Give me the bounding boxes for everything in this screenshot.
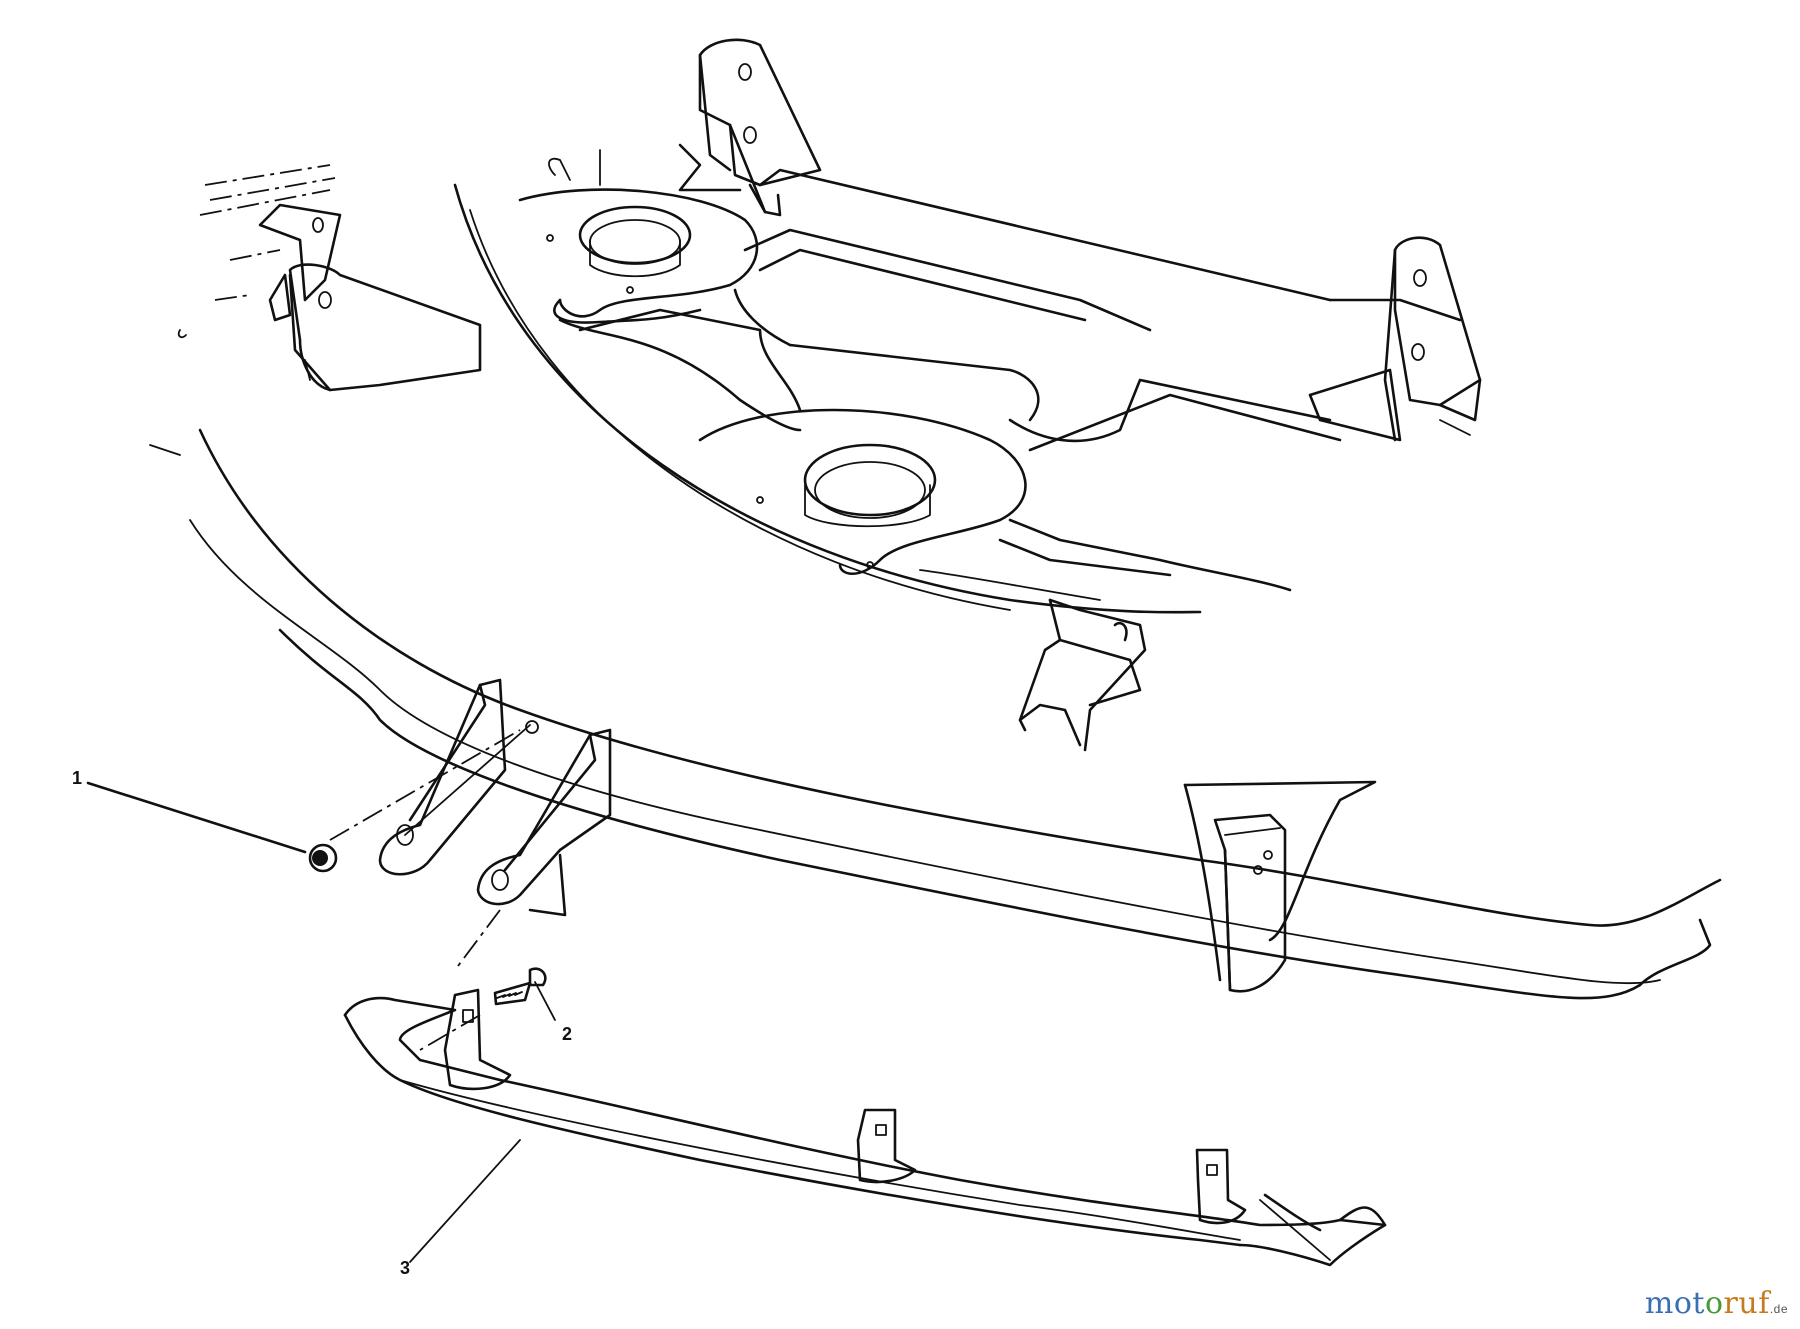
leader-line-3 [409, 1139, 521, 1263]
watermark-part-b: o [1704, 1286, 1724, 1321]
leader-line-2 [534, 981, 556, 1021]
callout-label-1: 1 [72, 768, 82, 788]
callout-leaders [86, 781, 556, 1263]
front-center-bracket [1018, 598, 1147, 752]
watermark-part-a: mot [1644, 1286, 1705, 1321]
side-hinge-bracket [149, 164, 482, 456]
leader-line-1 [86, 781, 307, 854]
watermark-logo: motoruf.de [1645, 1286, 1788, 1321]
mower-deck [189, 183, 1722, 1000]
callout-label-3: 3 [400, 1258, 410, 1278]
carriage-bolt-part-2 [419, 909, 547, 1051]
front-baffle-part-3 [343, 988, 1387, 1267]
watermark-part-c: ruf [1723, 1286, 1770, 1321]
watermark-suffix: .de [1769, 1302, 1788, 1316]
rear-hinge-bracket-right [1308, 236, 1482, 442]
front-right-bracket [1183, 780, 1377, 993]
front-left-brackets [378, 678, 612, 917]
deck-frame [518, 149, 1462, 601]
lock-nut-part-1 [308, 724, 531, 873]
rear-hinge-bracket-left [678, 38, 822, 217]
callout-label-2: 2 [562, 1024, 572, 1044]
